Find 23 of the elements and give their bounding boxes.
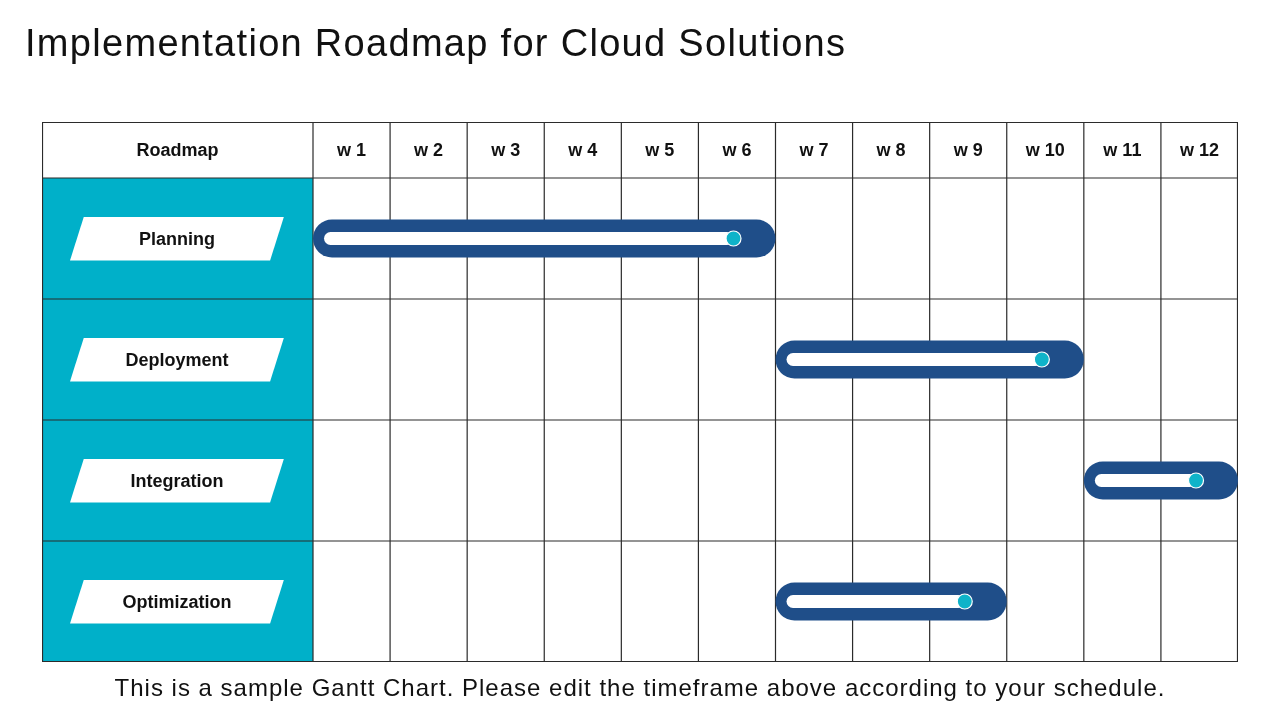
week-label: w 5 bbox=[645, 139, 675, 161]
week-label: w 2 bbox=[414, 139, 444, 161]
week-label: w 4 bbox=[568, 139, 598, 161]
task-label: Integration bbox=[70, 458, 284, 503]
week-label: w 11 bbox=[1103, 139, 1142, 161]
task-label: Deployment bbox=[70, 337, 284, 382]
week-label: w 7 bbox=[799, 139, 829, 161]
week-label: w 6 bbox=[722, 139, 752, 161]
week-label: w 8 bbox=[876, 139, 906, 161]
caption-text: This is a sample Gantt Chart. Please edit the timeframe above according to your schedule. bbox=[114, 674, 1166, 701]
week-label: w 3 bbox=[491, 139, 521, 161]
gantt-bar bbox=[775, 582, 1007, 621]
page-title: Implementation Roadmap for Cloud Solutions bbox=[25, 21, 847, 66]
column-header: Roadmap bbox=[136, 139, 219, 161]
week-label: w 1 bbox=[337, 139, 367, 161]
week-label: w 10 bbox=[1025, 139, 1065, 161]
gantt-bar bbox=[775, 340, 1084, 379]
gantt-bar bbox=[1083, 461, 1238, 500]
task-label: Planning bbox=[70, 216, 284, 261]
gantt-bar bbox=[313, 219, 776, 258]
week-label: w 12 bbox=[1179, 139, 1219, 161]
task-label: Optimization bbox=[70, 579, 284, 624]
week-label: w 9 bbox=[953, 139, 983, 161]
